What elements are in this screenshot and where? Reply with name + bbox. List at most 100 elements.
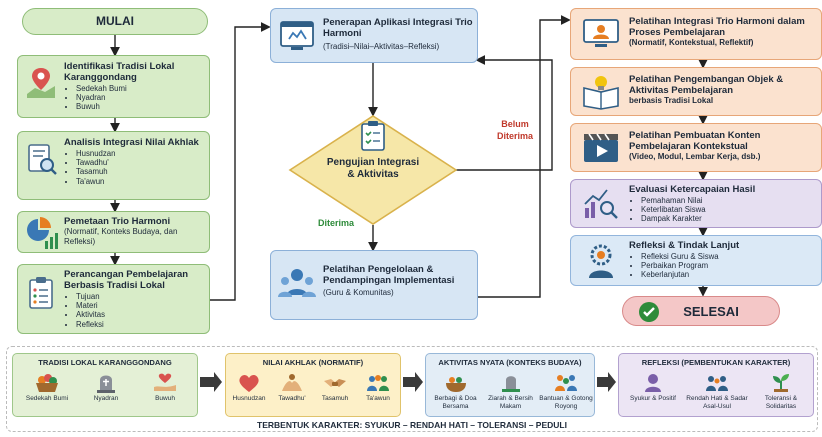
grave-icon: [501, 376, 520, 392]
step-subtitle: (Normatif, Konteks Budaya, dan Refleksi): [64, 227, 178, 246]
item-toleransi: Toleransi & Solidaritas: [751, 373, 811, 410]
list-item: Nyadran: [76, 93, 205, 102]
community-icon: [555, 375, 577, 391]
step-training-integration: Pelatihan Integrasi Trio Harmoni dalam P…: [570, 8, 822, 60]
item-tawadhu: Tawadhu': [271, 373, 313, 403]
list-item: Husnudzan: [76, 149, 205, 158]
item-list: Tujuan Materi Aktivitas Refleksi: [64, 292, 205, 329]
step-subtitle: berbasis Tradisi Lokal: [629, 96, 714, 105]
hand-heart-icon: [154, 373, 176, 391]
item-list: Pemahaman Nilai Keterlibatan Siswa Dampa…: [629, 196, 819, 224]
item-buwuh: Buwuh: [137, 373, 193, 403]
item-label: Sedekah Bumi: [25, 395, 69, 402]
step-title: Pelatihan Pembuatan Konten Pembelajaran …: [629, 130, 761, 152]
list-item: Refleksi: [76, 320, 205, 329]
step-title: Evaluasi Ketercapaian Hasil: [629, 184, 756, 195]
panel-title: REFLEKSI (PEMBENTUKAN KARAKTER): [641, 358, 791, 367]
item-nyadran: Nyadran: [78, 373, 134, 403]
list-item: Keberlanjutan: [641, 270, 819, 279]
summary-section: [6, 346, 818, 432]
item-label: Ta'awun: [366, 395, 390, 402]
sprout-icon: [773, 374, 789, 392]
checklist-icon: [361, 121, 385, 151]
list-item: Perbaikan Program: [641, 261, 819, 270]
list-item: Pemahaman Nilai: [641, 196, 819, 205]
list-item: Keterlibatan Siswa: [641, 205, 819, 214]
people-gear-icon: [278, 269, 316, 297]
person-gear-icon: [589, 244, 613, 278]
summary-footer: TERBENTUK KARAKTER: SYUKUR – RENDAH HATI…: [257, 420, 567, 430]
decision-diamond: [288, 115, 458, 225]
item-sedekah-bumi: Sedekah Bumi: [19, 373, 75, 403]
list-item: Tawadhu': [76, 158, 205, 167]
step-title: Pelatihan Integrasi Trio Harmoni dalam P…: [629, 16, 805, 38]
step-analyze-values: Analisis Integrasi Nilai Akhlak Husnudza…: [17, 131, 210, 200]
book-bulb-icon: [583, 76, 619, 110]
clipboard-icon: [29, 277, 53, 309]
step-subtitle: (Normatif, Kontekstual, Reflektif): [629, 38, 754, 47]
chart-magnifier-icon: [584, 189, 618, 219]
step-subtitle: (Guru & Komunitas): [323, 288, 394, 297]
item-label: Toleransi & Solidaritas: [764, 395, 798, 410]
item-tasamuh: Tasamuh: [314, 373, 356, 403]
panel-title: NILAI AKHLAK (NORMATIF): [262, 358, 364, 367]
list-item: Ta'awun: [76, 177, 205, 186]
start-node: MULAI: [22, 8, 208, 35]
group-people-icon: [367, 375, 389, 391]
item-list: Sedekah Bumi Nyadran Buwuh: [64, 84, 205, 112]
check-circle-icon: [639, 302, 659, 322]
tombstone-icon: [97, 375, 115, 393]
map-pin-icon: [27, 68, 55, 98]
step-management-training: Pelatihan Pengelolaan & Pendampingan Imp…: [270, 250, 478, 320]
panel-local-tradition: TRADISI LOKAL KARANGGONDANG Sedekah Bumi…: [12, 353, 198, 417]
handshake-icon: [324, 379, 346, 387]
item-list: Husnudzan Tawadhu' Tasamuh Ta'awun: [64, 149, 205, 186]
monitor-icon: [583, 19, 619, 47]
step-identify-tradition: Identifikasi Tradisi Lokal Karanggondang…: [17, 55, 210, 118]
harvest-basket-icon: [36, 374, 58, 392]
item-label: Rendah Hati & Sadar Asal-Usul: [686, 395, 748, 410]
item-label: Tasamuh: [321, 395, 349, 402]
list-item: Buwuh: [76, 102, 205, 111]
item-label: Berbagi & Doa Bersama: [434, 395, 477, 410]
step-title: Pelatihan Pengelolaan & Pendampingan Imp…: [323, 264, 455, 286]
panel-moral-values: NILAI AKHLAK (NORMATIF) Husnudzan Tawadh…: [225, 353, 401, 417]
step-apply-trio-harmony: Penerapan Aplikasi Integrasi Trio Harmon…: [270, 8, 478, 63]
heart-icon: [239, 375, 259, 392]
step-reflection-followup: Refleksi & Tindak Lanjut Refleksi Guru &…: [570, 235, 822, 286]
item-label: Syukur & Positif: [630, 395, 676, 402]
step-evaluation: Evaluasi Ketercapaian Hasil Pemahaman Ni…: [570, 179, 822, 228]
step-title: Penerapan Aplikasi Integrasi Trio Harmon…: [323, 17, 473, 39]
not-accepted-label: Belum Diterima: [496, 119, 533, 141]
item-list: Refleksi Guru & Siswa Perbaikan Program …: [629, 252, 819, 280]
step-subtitle: (Video, Modul, Lembar Kerja, dsb.): [629, 152, 761, 161]
list-item: Sedekah Bumi: [76, 84, 205, 93]
sharing-bowl-icon: [445, 377, 466, 392]
step-title: Pemetaan Trio Harmoni: [64, 216, 171, 227]
panel-real-activities: AKTIVITAS NYATA (KONTEKS BUDAYA) Berbagi…: [425, 353, 595, 417]
item-label: Bantuan & Gotong Royong: [539, 395, 593, 410]
praying-person-icon: [645, 374, 661, 392]
list-item: Dampak Karakter: [641, 214, 819, 223]
list-item: Tasamuh: [76, 167, 205, 176]
step-title: Pelatihan Pengembangan Objek & Aktivitas…: [629, 74, 784, 96]
item-label: Tawadhu': [278, 395, 306, 402]
item-husnudzan: Husnudzan: [228, 373, 270, 403]
search-document-icon: [28, 144, 57, 175]
list-item: Refleksi Guru & Siswa: [641, 252, 819, 261]
step-title: Perancangan Pembelajaran Berbasis Tradis…: [64, 269, 189, 291]
item-ziarah: Ziarah & Bersih Makam: [483, 373, 538, 410]
panel-title: TRADISI LOKAL KARANGGONDANG: [38, 358, 172, 367]
end-label: SELESAI: [683, 304, 739, 319]
step-subtitle: (Tradisi–Nilai–Aktivitas–Refleksi): [323, 42, 440, 51]
video-icon: [584, 133, 618, 162]
list-item: Materi: [76, 301, 205, 310]
item-berbagi: Berbagi & Doa Bersama: [428, 373, 483, 410]
step-title: Analisis Integrasi Nilai Akhlak: [64, 137, 199, 148]
item-label: Husnudzan: [232, 395, 266, 402]
accepted-label: Diterima: [318, 218, 355, 228]
list-item: Tujuan: [76, 292, 205, 301]
app-window-icon: [280, 21, 314, 50]
item-rendah-hati: Rendah Hati & Sadar Asal-Usul: [685, 373, 749, 410]
